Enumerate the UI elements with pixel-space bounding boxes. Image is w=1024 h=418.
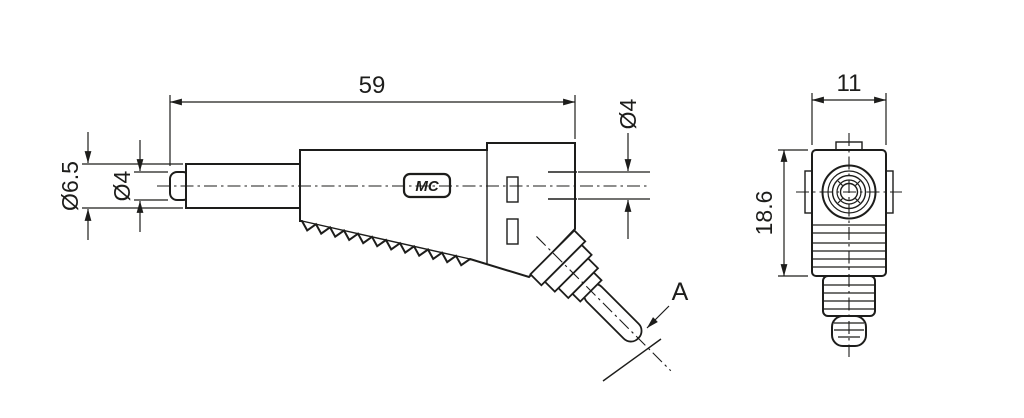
cable-break-line	[602, 338, 662, 382]
outer-diameter-label: Ø6.5	[57, 161, 83, 211]
socket-tick	[854, 197, 861, 204]
socket-tick	[837, 197, 844, 204]
pin-diameter-label: Ø4	[109, 170, 135, 201]
reference-leader-arrow	[646, 305, 670, 329]
height-dimension: 18.6	[751, 149, 808, 277]
side-view: MC 59 Ø6.5 Ø4	[57, 72, 689, 382]
cable-reference-label: A	[672, 278, 689, 306]
socket-diameter-dimension: Ø4	[578, 98, 650, 239]
socket-tick	[837, 180, 844, 187]
width-dimension-label: 11	[837, 70, 862, 97]
socket-tick	[854, 180, 861, 187]
length-dimension-label: 59	[359, 72, 386, 99]
socket-diameter-label: Ø4	[615, 98, 641, 129]
front-view: 11 18.6	[751, 70, 902, 357]
outer-diameter-dimension: Ø6.5	[57, 132, 183, 240]
grip-base-line	[301, 220, 471, 260]
length-dimension: 59	[169, 72, 576, 166]
head-slot-upper	[506, 176, 519, 203]
width-dimension: 11	[811, 70, 887, 145]
pin-diameter-dimension: Ø4	[109, 140, 168, 232]
head-slot-lower	[506, 218, 519, 245]
cable-reference: A	[646, 278, 689, 329]
height-dimension-label: 18.6	[751, 191, 777, 236]
